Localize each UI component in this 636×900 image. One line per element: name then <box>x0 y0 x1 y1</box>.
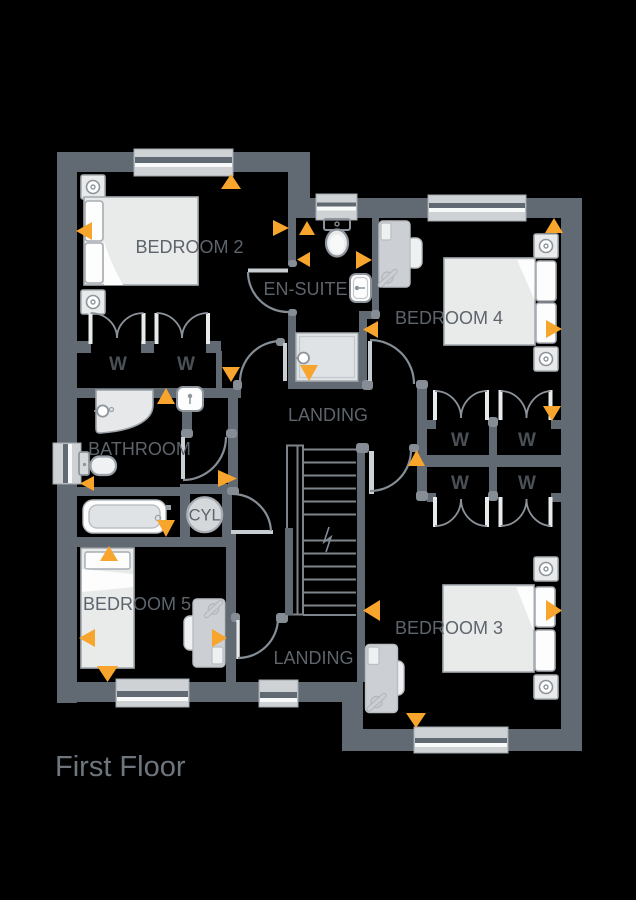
svg-text:BEDROOM 4: BEDROOM 4 <box>395 308 503 328</box>
svg-text:First Floor: First Floor <box>55 751 186 783</box>
svg-text:W: W <box>518 473 536 494</box>
svg-text:EN-SUITE: EN-SUITE <box>263 279 347 299</box>
svg-text:W: W <box>518 430 536 451</box>
svg-text:W: W <box>451 430 469 451</box>
svg-text:BATHROOM: BATHROOM <box>88 439 191 459</box>
svg-text:W: W <box>451 473 469 494</box>
svg-text:BEDROOM 3: BEDROOM 3 <box>395 618 503 638</box>
svg-text:CYL: CYL <box>189 507 221 525</box>
svg-text:W: W <box>177 354 195 375</box>
svg-text:W: W <box>109 354 127 375</box>
svg-text:BEDROOM 5: BEDROOM 5 <box>83 594 191 614</box>
svg-text:LANDING: LANDING <box>288 405 368 425</box>
svg-text:LANDING: LANDING <box>273 648 353 668</box>
svg-text:BEDROOM 2: BEDROOM 2 <box>135 237 243 257</box>
